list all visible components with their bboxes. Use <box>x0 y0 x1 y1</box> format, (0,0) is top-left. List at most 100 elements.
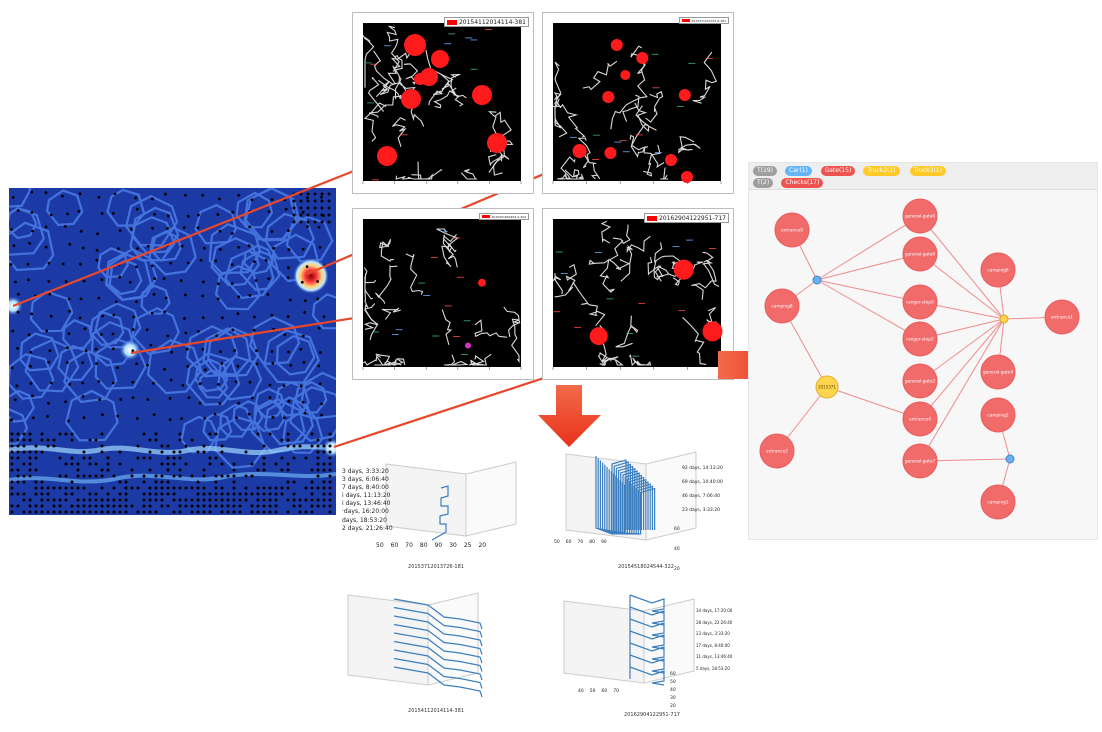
sensor-dot <box>88 492 92 496</box>
graph-node[interactable]: ranger-stop2 <box>902 321 938 357</box>
sensor-dot <box>300 280 304 284</box>
sensor-dot <box>226 510 230 514</box>
sensor-dot <box>313 213 317 217</box>
legend-tag[interactable]: Gate(15) <box>820 166 856 176</box>
sensor-dot <box>238 492 242 496</box>
gate-node[interactable] <box>902 363 938 399</box>
graph-node[interactable]: entrance2 <box>759 433 795 469</box>
sensor-dot <box>232 498 236 502</box>
legend-tag[interactable]: Car(1) <box>785 166 812 176</box>
graph-node[interactable]: camping6 <box>980 252 1016 288</box>
sensor-dot <box>271 415 275 419</box>
checkpoint-marker <box>404 34 426 56</box>
sensor-dot <box>64 486 68 490</box>
graph-node[interactable]: general-gate7 <box>902 443 938 479</box>
truck-node[interactable] <box>999 314 1009 324</box>
plot-caption: 20154112014114-381 <box>408 708 464 714</box>
trajectory-line <box>393 606 483 638</box>
sensor-dot <box>266 293 270 296</box>
sensor-dot <box>322 492 326 496</box>
sensor-dot <box>58 456 62 460</box>
sensor-dot <box>268 510 272 514</box>
graph-node[interactable]: ranger-stop0 <box>902 284 938 320</box>
sensor-dot <box>196 504 200 508</box>
sensor-dot <box>280 486 284 490</box>
gate-node[interactable] <box>902 198 938 234</box>
checkpoint-marker <box>431 50 449 68</box>
sensor-dot <box>198 401 202 405</box>
sensor-dot <box>88 438 92 442</box>
sensor-dot <box>160 480 164 484</box>
graph-node[interactable]: camping2 <box>980 397 1016 433</box>
sensor-dot <box>22 462 26 466</box>
plot-3d-1: 3 days, 3:33:20 3 days, 6:06:40 7 days, … <box>336 448 536 578</box>
gate-node[interactable] <box>759 433 795 469</box>
sensor-dot <box>232 492 236 496</box>
sensor-dot <box>238 498 242 502</box>
sensor-dot <box>154 492 158 496</box>
x-tick: 40 <box>578 689 584 694</box>
gate-node[interactable] <box>980 397 1016 433</box>
sensor-dot <box>118 510 122 514</box>
sensor-dot <box>220 474 224 478</box>
sensor-dot <box>78 316 82 320</box>
sensor-dot <box>232 468 236 472</box>
sensor-dot <box>256 486 260 490</box>
graph-node[interactable]: entrance1 <box>1044 299 1080 335</box>
car-node[interactable] <box>812 275 822 285</box>
sensor-dot <box>214 432 218 436</box>
sensor-dot <box>10 228 13 231</box>
legend-tag[interactable]: Truck2(1) <box>863 166 900 176</box>
gate-node[interactable] <box>902 236 938 272</box>
graph-node[interactable]: general-gate0 <box>902 198 938 234</box>
sensor-dot <box>106 498 110 502</box>
gate-node[interactable] <box>902 321 938 357</box>
sensor-dot <box>112 510 116 514</box>
graph-node[interactable]: general-gate6 <box>902 236 938 272</box>
plot-3d-canvas <box>565 451 697 541</box>
car-node[interactable] <box>1005 454 1015 464</box>
sensor-dot <box>48 349 52 353</box>
plot-3d-y-ticks: 60 40 20 <box>674 520 680 580</box>
graph-node[interactable]: general-gate4 <box>980 354 1016 390</box>
sensor-dot <box>106 456 110 460</box>
gate-node[interactable] <box>1044 299 1080 335</box>
gate-node[interactable] <box>902 284 938 320</box>
legend-tag[interactable]: T(19) <box>753 166 777 176</box>
sensor-dot <box>208 462 212 466</box>
graph-edge <box>919 318 1005 462</box>
gate-node[interactable] <box>980 252 1016 288</box>
sensor-dot <box>216 297 220 301</box>
sensor-dot <box>274 492 278 496</box>
graph-node[interactable]: general-gate2 <box>902 363 938 399</box>
gate-node[interactable] <box>764 288 800 324</box>
graph-node[interactable]: camping1 <box>980 484 1016 520</box>
sensor-dot <box>44 191 48 195</box>
x-tick: 80 <box>419 542 428 549</box>
legend-tag[interactable]: Checks(17) <box>781 178 824 188</box>
gate-node[interactable] <box>774 212 810 248</box>
sensor-dot <box>118 462 122 466</box>
hub-node[interactable] <box>815 375 839 399</box>
sensor-dot <box>274 510 278 514</box>
graph-node[interactable]: 2015371 <box>815 375 839 399</box>
gate-node[interactable] <box>902 443 938 479</box>
legend-tag[interactable]: T(2) <box>753 178 774 188</box>
sensor-dot <box>148 492 152 496</box>
sensor-dot <box>298 498 302 502</box>
gate-node[interactable] <box>980 354 1016 390</box>
gate-node[interactable] <box>902 401 938 437</box>
graph-node[interactable]: camping8 <box>764 288 800 324</box>
sensor-dot <box>40 492 44 496</box>
sensor-dot <box>47 360 51 364</box>
legend-tag[interactable]: Truck3(1) <box>909 166 946 176</box>
graph-node[interactable]: entrance4 <box>902 401 938 437</box>
sensor-dot <box>100 504 104 508</box>
sensor-dot <box>301 400 305 404</box>
sensor-dot <box>172 486 176 490</box>
sensor-dot <box>178 438 182 442</box>
checkpoint-marker <box>680 171 693 183</box>
graph-node[interactable]: entrance0 <box>774 212 810 248</box>
gate-node[interactable] <box>980 484 1016 520</box>
time-label: 28 days, 22:26:40 <box>696 619 733 625</box>
